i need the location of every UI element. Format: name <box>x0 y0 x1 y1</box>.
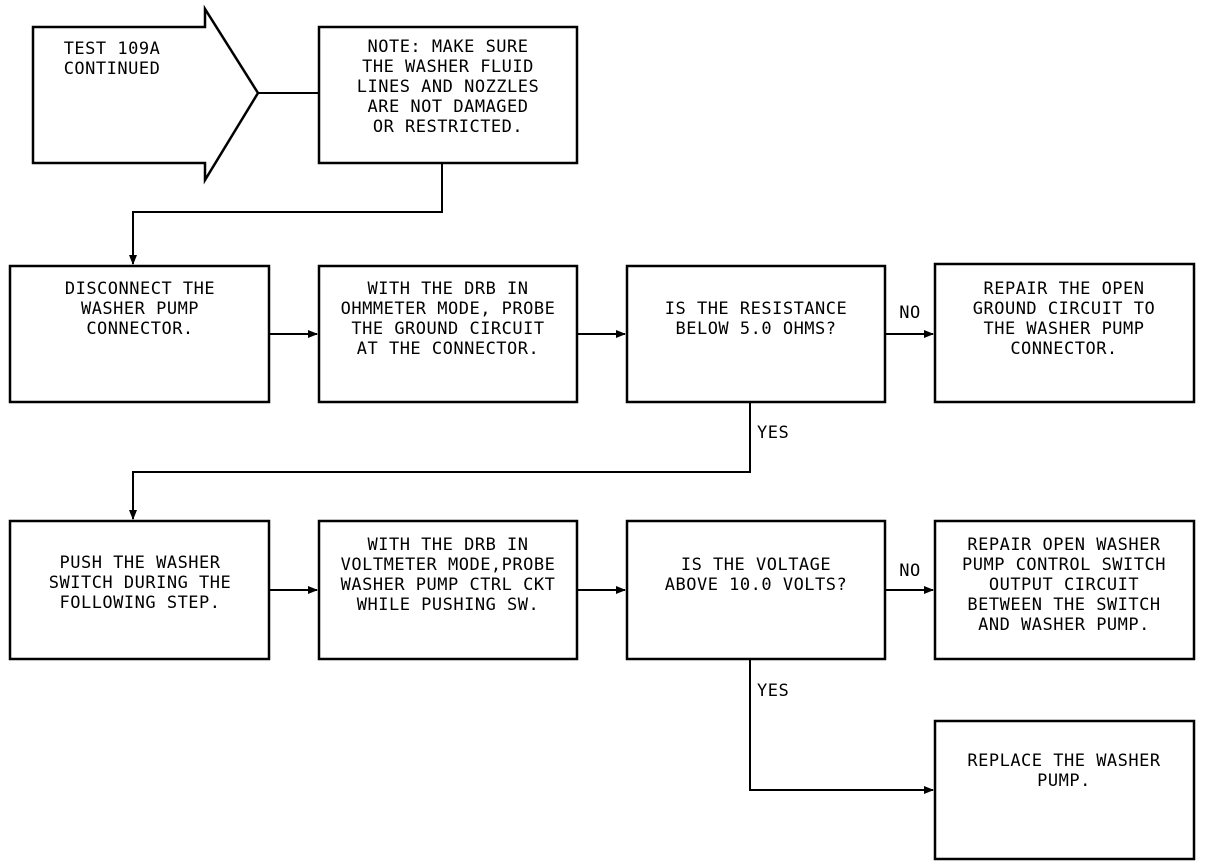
text-line: REPLACE THE WASHER <box>967 751 1160 771</box>
text-line: WITH THE DRB IN <box>367 279 528 299</box>
text-line: REPAIR THE OPEN <box>983 279 1144 299</box>
row1-yes-label: YES <box>757 423 789 443</box>
text-line: WITH THE DRB IN <box>367 535 528 555</box>
push-switch-box <box>8 519 271 661</box>
text-line: PUMP CONTROL SWITCH <box>962 555 1166 575</box>
row1-no-label: NO <box>899 303 920 323</box>
replace-pump-box <box>933 719 1196 861</box>
text-line: IS THE VOLTAGE <box>681 555 831 575</box>
repair-ground-box <box>933 262 1196 404</box>
text-line: NOTE: MAKE SURE <box>367 37 528 57</box>
text-line: CONNECTOR. <box>86 319 193 339</box>
text-line: OHMMETER MODE, PROBE <box>341 299 556 319</box>
text-line: DISCONNECT THE <box>65 279 215 299</box>
text-line: PUSH THE WASHER <box>59 553 220 573</box>
text-line: AND WASHER PUMP. <box>978 615 1150 635</box>
voltage-yes-to-replace-arrow <box>749 659 934 794</box>
text-line: IS THE RESISTANCE <box>665 299 848 319</box>
text-line: TEST 109A <box>64 39 161 59</box>
text-line: BELOW 5.0 OHMS? <box>675 319 836 339</box>
text-line: FOLLOWING STEP. <box>59 593 220 613</box>
text-line: LINES AND NOZZLES <box>357 77 540 97</box>
note-to-disconnect-arrow <box>129 163 443 265</box>
text-line: GROUND CIRCUIT TO <box>973 299 1156 319</box>
voltmeter-box <box>317 519 579 661</box>
text-line: WHILE PUSHING SW. <box>357 595 540 615</box>
text-line: WASHER PUMP <box>81 299 199 319</box>
text-line: THE WASHER FLUID <box>362 57 534 77</box>
text-line: PUMP. <box>1037 771 1091 791</box>
text-line: AT THE CONNECTOR. <box>357 339 540 359</box>
question-yes-to-push-arrow <box>129 402 751 520</box>
text-line: REPAIR OPEN WASHER <box>967 535 1160 555</box>
text-line: BETWEEN THE SWITCH <box>967 595 1160 615</box>
text-line: CONNECTOR. <box>1010 339 1117 359</box>
text-line: THE WASHER PUMP <box>983 319 1144 339</box>
text-line: THE GROUND CIRCUIT <box>351 319 544 339</box>
ohmmeter-box <box>317 264 579 404</box>
text-line: OR RESTRICTED. <box>373 117 523 137</box>
note-box <box>317 25 579 165</box>
repair-switch-box <box>933 519 1196 661</box>
text-line: ARE NOT DAMAGED <box>367 97 528 117</box>
text-line: ABOVE 10.0 VOLTS? <box>665 575 848 595</box>
text-line: OUTPUT CIRCUIT <box>989 575 1139 595</box>
disconnect-box <box>8 264 271 404</box>
start-arrow-shape <box>31 4 260 185</box>
row2-no-label: NO <box>899 561 920 581</box>
text-line: VOLTMETER MODE,PROBE <box>341 555 556 575</box>
row2-yes-label: YES <box>757 681 789 701</box>
text-line: CONTINUED <box>64 59 161 79</box>
text-line: SWITCH DURING THE <box>49 573 232 593</box>
text-line: WASHER PUMP CTRL CKT <box>341 575 556 595</box>
voltage-question-box <box>625 519 887 661</box>
